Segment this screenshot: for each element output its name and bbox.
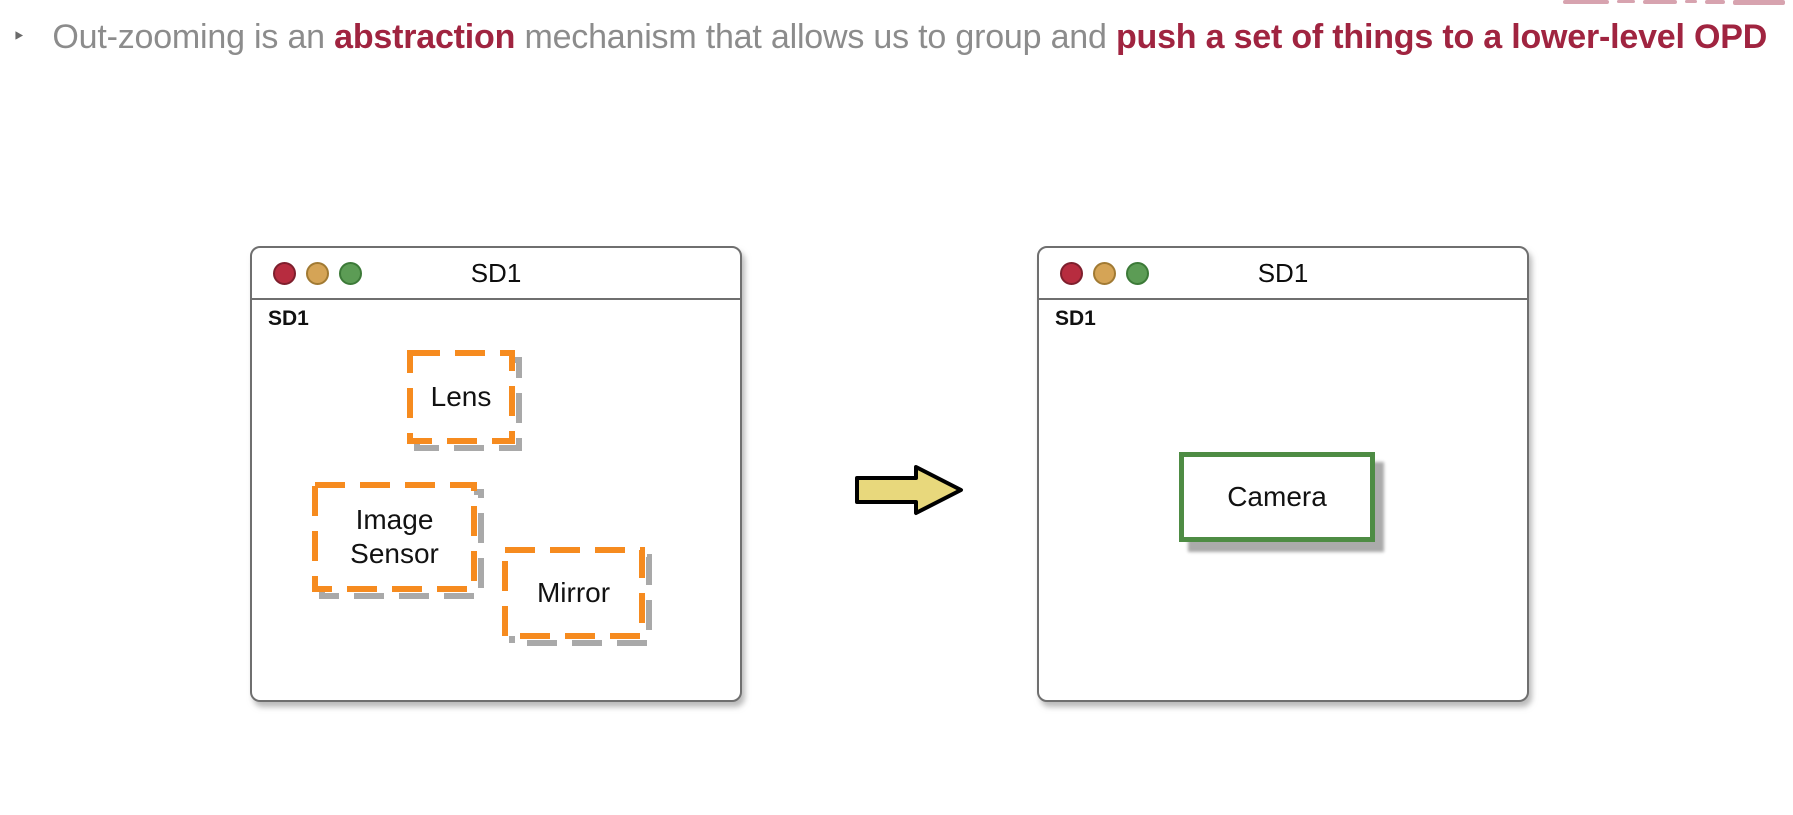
window-title: SD1 (470, 257, 522, 288)
bullet-text-segment: Out-zooming is an (52, 18, 335, 56)
object-box-mirror: Mirror (502, 547, 652, 646)
object-label: Image Sensor (350, 504, 439, 569)
clipped-text-fragment (1563, 0, 1785, 5)
object-label: Camera (1227, 481, 1327, 512)
object-label: Lens (430, 381, 492, 413)
zoom-icon (1126, 261, 1149, 285)
window-titlebar: SD1 (252, 248, 740, 300)
close-icon (1060, 261, 1083, 285)
diagram-label: SD1 (1055, 307, 1096, 330)
dashed-box-outline (502, 547, 652, 646)
zoom-icon (339, 261, 362, 285)
bullet-text-segment: mechanism that allows us to group and (515, 18, 1116, 56)
object-box-image-sensor: Image Sensor (312, 482, 484, 599)
object-box-camera: Camera (1179, 452, 1375, 542)
minimize-icon (1093, 261, 1116, 285)
object-label: Mirror (536, 577, 611, 609)
object-box-lens: Lens (407, 350, 522, 451)
bullet-icon: ‣ (12, 23, 26, 49)
dashed-box-outline (407, 350, 522, 451)
traffic-lights (273, 261, 362, 285)
bullet-text-highlight: push a set of things to a lower-level OP… (1115, 18, 1768, 56)
minimize-icon (306, 261, 329, 285)
dashed-box-outline (312, 482, 484, 599)
opd-window-detailed: SD1 SD1 Lens Image Sensor Mirror (250, 246, 742, 702)
bullet-text-highlight: abstraction (334, 18, 516, 56)
diagram-label: SD1 (268, 307, 309, 330)
traffic-lights (1060, 261, 1149, 285)
window-titlebar: SD1 (1039, 248, 1527, 300)
close-icon (273, 261, 296, 285)
opd-window-abstracted: SD1 SD1 Camera (1037, 246, 1529, 702)
bullet-line: ‣ Out-zooming is an abstraction mechanism… (12, 15, 1790, 58)
right-arrow-icon (855, 465, 963, 515)
window-title: SD1 (1257, 257, 1309, 288)
